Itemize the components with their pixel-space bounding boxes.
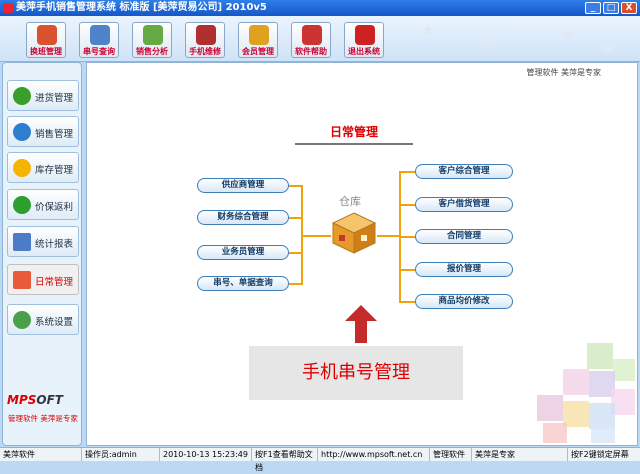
minimize-button[interactable]: _ — [585, 2, 601, 14]
sidebar: 进货管理 销售管理 库存管理 价保返利 统计报表 日常管理 系统设置 MPSOF… — [2, 62, 82, 446]
chart-icon — [143, 25, 163, 45]
close-button[interactable]: X — [621, 2, 637, 14]
customer-button[interactable]: 客户综合管理 — [415, 164, 513, 179]
title-bar: 美萍手机销售管理系统 标准版 [美萍贸易公司] 2010v5 _ □ X — [0, 0, 640, 16]
globe-icon — [13, 123, 31, 141]
serial-query-button[interactable]: 串号、单据查询 — [197, 276, 289, 291]
title-underline — [295, 143, 413, 145]
connector-line — [399, 269, 415, 271]
warehouse-label: 仓库 — [339, 195, 361, 208]
toolbar-label: 退出系统 — [348, 47, 380, 56]
sidebar-item-label: 进货管理 — [35, 93, 74, 104]
cubes-decoration-icon — [537, 343, 635, 443]
connector-line — [289, 252, 303, 254]
toolbar: ★ ★ ★ ★ 换班管理 串号查询 销售分析 手机维修 会员管理 软件帮助 退出… — [0, 16, 640, 62]
connector-line — [289, 185, 303, 187]
contract-button[interactable]: 合同管理 — [415, 229, 513, 244]
avg-price-button[interactable]: 商品均价修改 — [415, 294, 513, 309]
status-lock-hint: 按F2键锁定屏幕 — [571, 450, 629, 459]
star-decoration-icon: ★ — [480, 34, 497, 55]
sidebar-item-label: 销售管理 — [35, 129, 74, 140]
status-app-name: 美萍软件 — [0, 448, 82, 461]
sidebar-item-daily[interactable]: 日常管理 — [7, 264, 79, 295]
toolbar-member-button[interactable]: 会员管理 — [238, 22, 278, 58]
connector-line — [399, 301, 415, 303]
connector-line — [399, 204, 415, 206]
star-decoration-icon: ★ — [560, 24, 577, 45]
sidebar-item-settings[interactable]: 系统设置 — [7, 304, 79, 335]
chart-icon — [13, 233, 31, 251]
logo-text: MPS — [7, 393, 37, 407]
toolbar-shift-button[interactable]: 换班管理 — [26, 22, 66, 58]
sidebar-item-inventory[interactable]: 库存管理 — [7, 152, 79, 183]
warehouse-box-icon[interactable] — [331, 211, 377, 255]
shift-icon — [37, 25, 57, 45]
sidebar-item-label: 价保返利 — [35, 202, 74, 213]
arrow-up-icon — [345, 305, 377, 343]
supplier-button[interactable]: 供应商管理 — [197, 178, 289, 193]
connector-line — [399, 236, 415, 238]
serial-management-callout: 手机串号管理 — [249, 346, 463, 400]
connector-line — [399, 171, 415, 173]
toolbar-repair-button[interactable]: 手机维修 — [185, 22, 225, 58]
logo: MPSOFT — [7, 393, 79, 407]
exit-icon — [355, 25, 375, 45]
app-icon — [3, 3, 13, 13]
sidebar-item-purchase[interactable]: 进货管理 — [7, 80, 79, 111]
toolbar-label: 会员管理 — [242, 47, 274, 56]
magnifier-icon — [90, 25, 110, 45]
logo-text: OFT — [36, 393, 63, 407]
sidebar-item-label: 统计报表 — [35, 239, 74, 250]
toolbar-serial-query-button[interactable]: 串号查询 — [79, 22, 119, 58]
connector-line — [301, 235, 331, 237]
toolbar-label: 销售分析 — [136, 47, 168, 56]
connector-line — [377, 235, 401, 237]
maximize-button[interactable]: □ — [603, 2, 619, 14]
star-decoration-icon: ★ — [420, 20, 437, 41]
customer-loan-button[interactable]: 客户借货管理 — [415, 197, 513, 212]
sidebar-item-reports[interactable]: 统计报表 — [7, 226, 79, 257]
status-website-link[interactable]: http://www.mpsoft.net.cn — [318, 448, 430, 461]
sidebar-item-label: 库存管理 — [35, 165, 74, 176]
help-icon — [302, 25, 322, 45]
toolbar-label: 换班管理 — [30, 47, 62, 56]
status-slogan-1: 管理软件 — [430, 448, 472, 461]
slogan: 管理软件 美萍是专家 — [8, 414, 78, 423]
window-title: 美萍手机销售管理系统 标准版 [美萍贸易公司] 2010v5 — [16, 2, 267, 13]
connector-line — [289, 283, 303, 285]
connector-line — [289, 217, 303, 219]
salesperson-button[interactable]: 业务员管理 — [197, 245, 289, 260]
gear-icon — [13, 311, 31, 329]
star-icon — [13, 159, 31, 177]
sidebar-item-label: 系统设置 — [35, 317, 74, 328]
status-bar: 美萍软件 操作员:admin 2010-10-13 15:23:49 按F1查看… — [0, 447, 640, 472]
page-title: 日常管理 — [329, 125, 378, 139]
phone-icon — [196, 25, 216, 45]
dollar-icon — [13, 196, 31, 214]
status-help-hint: 按F1查看帮助文档 — [252, 448, 318, 472]
finance-button[interactable]: 财务综合管理 — [197, 210, 289, 225]
status-operator: 操作员:admin — [82, 448, 160, 461]
sidebar-item-sales[interactable]: 销售管理 — [7, 116, 79, 147]
sidebar-item-label: 日常管理 — [35, 277, 74, 288]
top-right-text: 管理软件 美萍是专家 — [526, 68, 601, 77]
member-icon — [249, 25, 269, 45]
status-slogan-2: 美萍是专家 — [472, 448, 568, 461]
quote-button[interactable]: 报价管理 — [415, 262, 513, 277]
main-panel: 管理软件 美萍是专家 日常管理 供应商管理 财务综合管理 业务员管理 串号、单据… — [86, 62, 638, 446]
toolbar-exit-button[interactable]: 退出系统 — [344, 22, 384, 58]
sidebar-item-rebate[interactable]: 价保返利 — [7, 189, 79, 220]
toolbar-sales-analysis-button[interactable]: 销售分析 — [132, 22, 172, 58]
pencil-icon — [13, 271, 31, 289]
toolbar-help-button[interactable]: 软件帮助 — [291, 22, 331, 58]
toolbar-label: 手机维修 — [189, 47, 221, 56]
star-decoration-icon: ★ — [600, 38, 617, 59]
toolbar-label: 串号查询 — [83, 47, 115, 56]
status-datetime: 2010-10-13 15:23:49 — [160, 448, 252, 461]
toolbar-label: 软件帮助 — [295, 47, 327, 56]
plus-icon — [13, 87, 31, 105]
